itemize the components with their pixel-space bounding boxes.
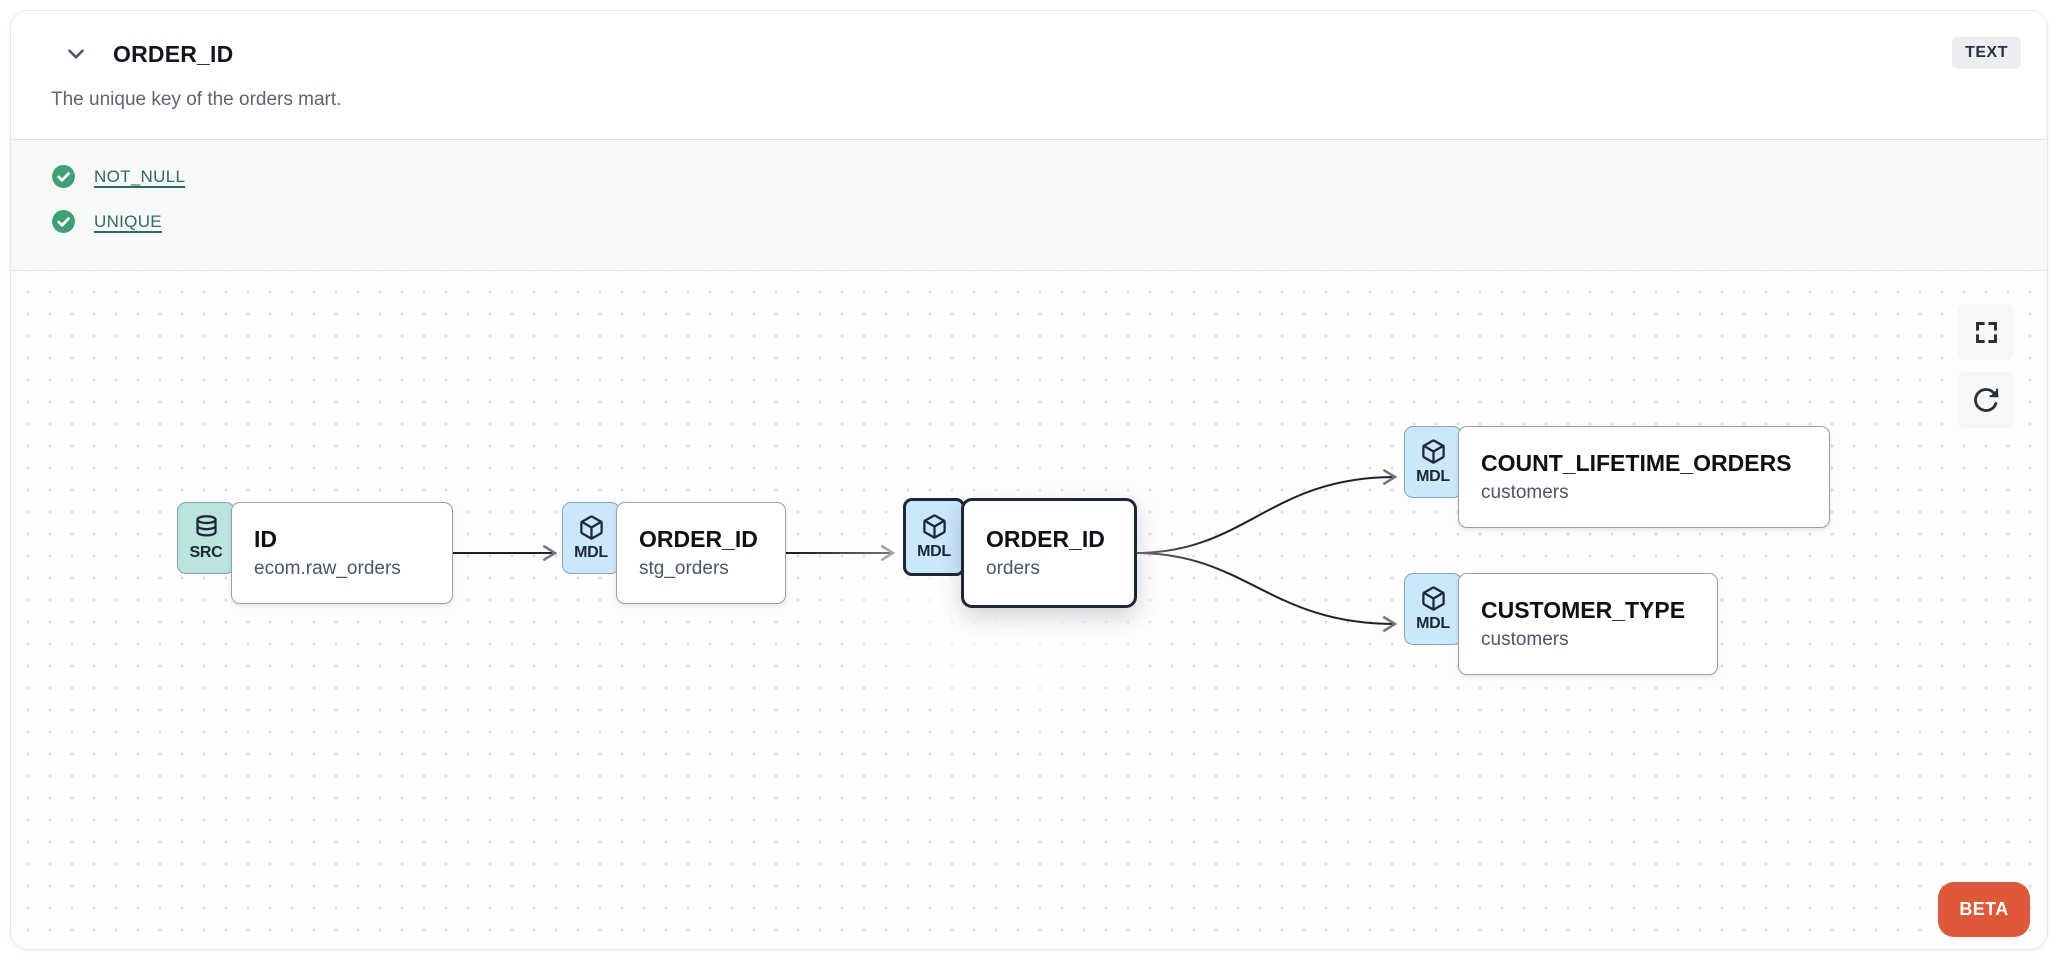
refresh-icon <box>1974 388 1999 412</box>
node-badge-label: MDL <box>574 544 608 561</box>
node-subtitle: customers <box>1481 629 1569 650</box>
node-badge-label: MDL <box>1416 468 1450 485</box>
node-type-badge: MDL <box>562 502 620 574</box>
check-circle-icon <box>52 165 75 188</box>
node-badge-label: SRC <box>189 544 223 561</box>
node-title: COUNT_LIFETIME_ORDERS <box>1481 450 1792 476</box>
column-name: ORDER_ID <box>113 40 234 67</box>
canvas-controls <box>1958 304 2014 428</box>
lineage-node-source-id[interactable]: SRC ID ecom.raw_orders <box>177 502 453 604</box>
lineage-canvas[interactable]: SRC ID ecom.raw_orders MDL ORDER_ID stg_… <box>11 271 2047 949</box>
node-subtitle: stg_orders <box>639 558 729 579</box>
header: ORDER_ID TEXT The unique key of the orde… <box>11 11 2047 139</box>
column-type-badge: TEXT <box>1952 37 2021 69</box>
lineage-edges <box>453 468 1398 633</box>
lineage-node-orders-selected[interactable]: MDL ORDER_ID orders <box>903 498 1137 608</box>
node-card: COUNT_LIFETIME_ORDERS customers <box>1458 426 1830 528</box>
cube-icon <box>579 515 603 540</box>
node-card: CUSTOMER_TYPE customers <box>1458 573 1718 675</box>
node-title: ID <box>254 526 277 552</box>
test-row: NOT_NULL <box>51 164 2007 189</box>
node-title: CUSTOMER_TYPE <box>1481 597 1686 623</box>
test-link-not-null[interactable]: NOT_NULL <box>94 166 186 186</box>
collapse-toggle[interactable] <box>61 39 91 69</box>
beta-badge: BETA <box>1938 882 2030 937</box>
node-title: ORDER_ID <box>986 526 1105 552</box>
cube-icon <box>1421 586 1445 611</box>
tests-section: NOT_NULL UNIQUE <box>11 139 2047 271</box>
lineage-node-customer-type[interactable]: MDL CUSTOMER_TYPE customers <box>1404 573 1718 675</box>
fullscreen-button[interactable] <box>1958 304 2014 360</box>
test-row: UNIQUE <box>51 209 2007 234</box>
test-link-unique[interactable]: UNIQUE <box>94 211 162 231</box>
node-subtitle: ecom.raw_orders <box>254 558 401 579</box>
node-title: ORDER_ID <box>639 526 758 552</box>
maximize-icon <box>1975 321 1997 343</box>
column-description: The unique key of the orders mart. <box>51 89 342 110</box>
database-icon <box>195 515 217 537</box>
chevron-down-icon <box>68 49 84 59</box>
node-badge-label: MDL <box>1416 615 1450 632</box>
column-details-card: ORDER_ID TEXT The unique key of the orde… <box>10 10 2048 950</box>
lineage-node-stg-orders[interactable]: MDL ORDER_ID stg_orders <box>562 502 786 604</box>
node-card: ORDER_ID orders <box>961 498 1137 608</box>
node-card: ID ecom.raw_orders <box>231 502 453 604</box>
check-circle-icon <box>52 210 75 233</box>
lineage-node-count-lifetime-orders[interactable]: MDL COUNT_LIFETIME_ORDERS customers <box>1404 426 1830 528</box>
cube-icon <box>922 514 946 539</box>
node-subtitle: customers <box>1481 482 1569 503</box>
node-badge-label: MDL <box>917 543 951 560</box>
node-type-badge: MDL <box>903 498 965 576</box>
refresh-button[interactable] <box>1958 372 2014 428</box>
node-type-badge: MDL <box>1404 573 1462 645</box>
node-subtitle: orders <box>986 558 1040 579</box>
node-type-badge: SRC <box>177 502 235 574</box>
node-type-badge: MDL <box>1404 426 1462 498</box>
node-card: ORDER_ID stg_orders <box>616 502 786 604</box>
cube-icon <box>1421 439 1445 464</box>
title-row: ORDER_ID <box>51 39 2019 69</box>
